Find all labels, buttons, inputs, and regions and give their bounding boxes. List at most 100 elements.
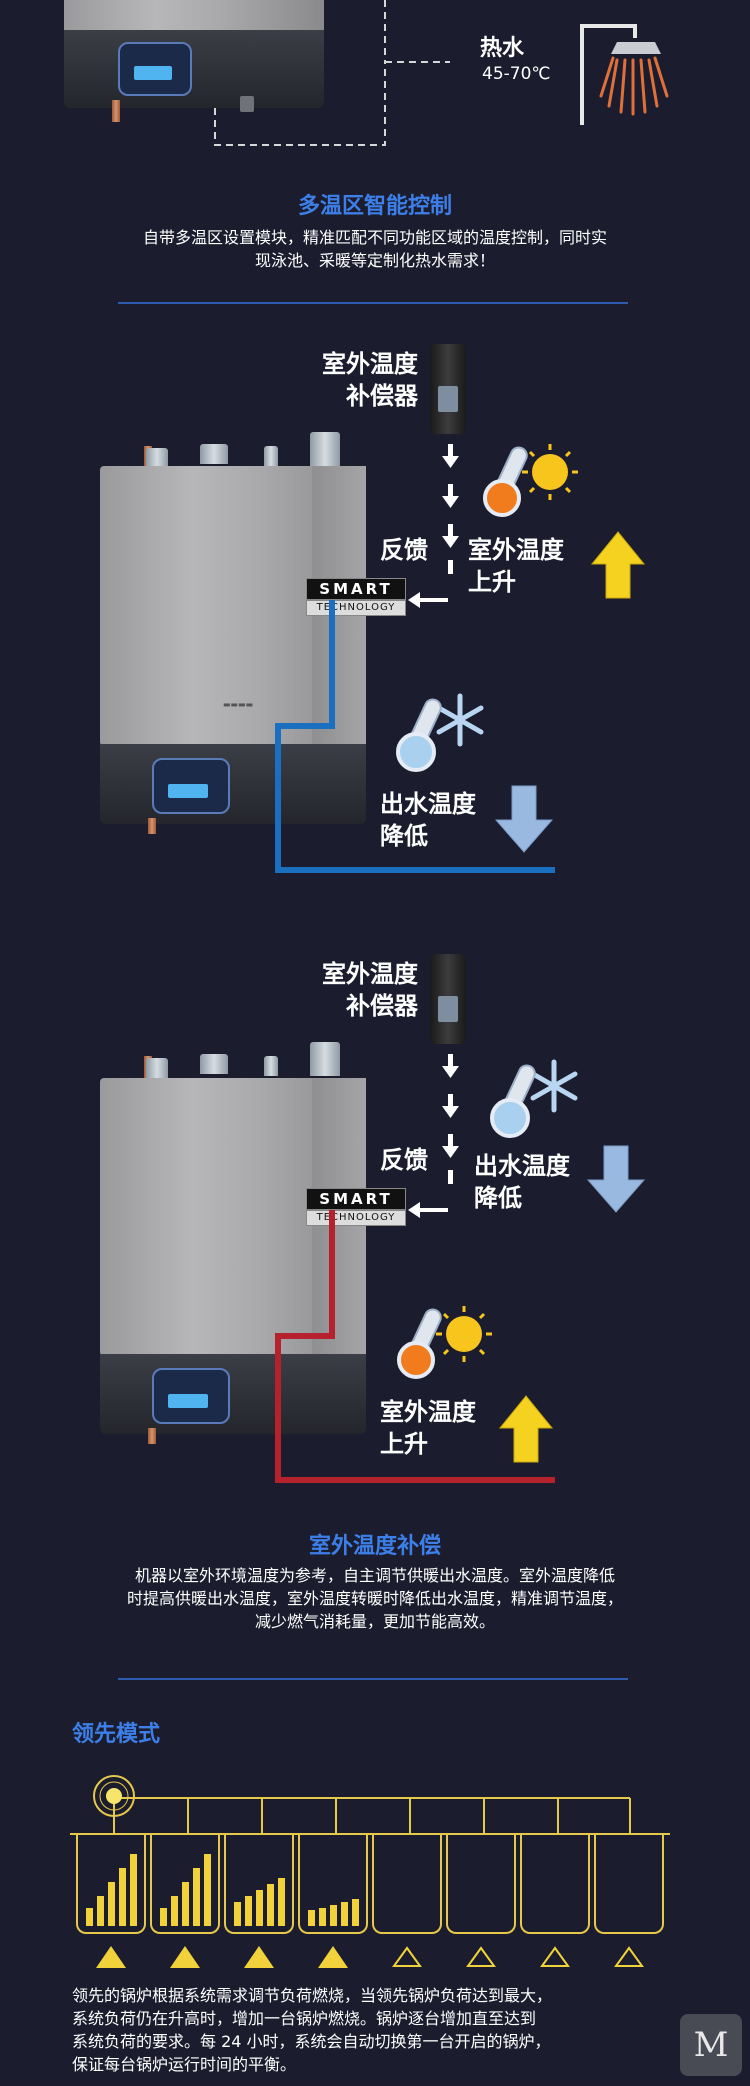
compensation-description: 机器以室外环境温度为参考，自主调节供暖出水温度。室外温度降低 时提高供暖出水温度… xyxy=(40,1564,710,1633)
boiler-tank xyxy=(446,1834,516,1934)
shower-icon xyxy=(580,24,669,125)
inactive-boiler-triangle-icon xyxy=(614,1946,644,1968)
lead-mode-description: 领先的锅炉根据系统需求调节负荷燃烧，当领先锅炉负荷达到最大， 系统负荷仍在升高时… xyxy=(72,1984,682,2076)
compensation-desc-line: 减少燃气消耗量，更加节能高效。 xyxy=(254,1612,495,1631)
load-bar xyxy=(182,1882,189,1926)
outdoor-line: 室外温度 xyxy=(468,536,564,564)
watermark-logo: M xyxy=(680,2014,742,2076)
outlet-line: 出水温度 xyxy=(380,790,476,818)
load-bar xyxy=(130,1854,137,1926)
outdoor-line: 上升 xyxy=(468,568,516,596)
boiler-tank xyxy=(594,1834,664,1934)
compensator-line: 室外温度 xyxy=(322,960,418,988)
load-bar xyxy=(308,1910,315,1926)
load-bar xyxy=(341,1902,348,1926)
compensation-desc-line: 时提高供暖出水温度，室外温度转暖时降低出水温度，精准调节温度， xyxy=(126,1589,623,1608)
outdoor-sensor xyxy=(430,344,466,434)
outlet-line: 降低 xyxy=(474,1184,522,1212)
compensator-label: 室外温度 补偿器 xyxy=(308,958,418,1022)
control-panel xyxy=(152,758,230,814)
lead-mode-desc-line: 系统负荷的要求。每 24 小时，系统会自动切换第一台开启的锅炉， xyxy=(72,2032,551,2051)
outdoor-line: 室外温度 xyxy=(380,1398,476,1426)
thermometer-sun-icon xyxy=(483,444,578,517)
hot-water-temp: 45-70℃ xyxy=(482,64,551,84)
boiler-tank xyxy=(76,1834,146,1934)
arrow-down-icon xyxy=(494,785,554,853)
boiler-tank xyxy=(224,1834,294,1934)
lead-mode-desc-line: 领先的锅炉根据系统需求调节负荷燃烧，当领先锅炉负荷达到最大， xyxy=(72,1986,553,2005)
load-bar xyxy=(193,1868,200,1926)
load-bar xyxy=(256,1890,263,1926)
compensator-line: 补偿器 xyxy=(346,382,418,410)
arrow-down-icon xyxy=(586,1145,646,1213)
lead-mode-desc-line: 系统负荷仍在升高时，增加一台锅炉燃烧。锅炉逐台增加直至达到 xyxy=(72,2009,537,2028)
smart-technology-badge: SMART TECHNOLOGY xyxy=(306,1188,406,1226)
active-boiler-triangle-icon xyxy=(170,1946,200,1968)
load-bar xyxy=(267,1884,274,1926)
smart-text: SMART xyxy=(306,1188,406,1210)
thermometer-snowflake-icon xyxy=(396,693,484,772)
lead-mode-title: 领先模式 xyxy=(72,1722,161,1747)
section-divider xyxy=(118,1678,628,1680)
inactive-boiler-triangle-icon xyxy=(392,1946,422,1968)
outdoor-sensor xyxy=(430,954,466,1044)
load-bar xyxy=(119,1868,126,1926)
outlet-line: 降低 xyxy=(380,822,428,850)
compensator-line: 补偿器 xyxy=(346,992,418,1020)
outdoor-rise-label: 室外温度 上升 xyxy=(468,534,564,598)
arrow-up-icon xyxy=(590,531,646,599)
load-bar xyxy=(278,1878,285,1926)
multizone-description: 自带多温区设置模块，精准匹配不同功能区域的温度控制，同时实 现泳池、采暖等定制化… xyxy=(40,226,710,272)
arrow-left-icon xyxy=(408,1202,448,1218)
load-bar xyxy=(330,1905,337,1926)
inactive-boiler-triangle-icon xyxy=(540,1946,570,1968)
outdoor-rise-label: 室外温度 上升 xyxy=(380,1396,476,1460)
outlet-line: 出水温度 xyxy=(474,1152,570,1180)
control-panel xyxy=(118,42,192,96)
feedback-label: 反馈 xyxy=(380,536,428,564)
thermometer-snowflake-icon xyxy=(490,1059,578,1138)
hot-water-label: 热水 xyxy=(480,36,525,61)
compensator-line: 室外温度 xyxy=(322,350,418,378)
load-bar xyxy=(108,1882,115,1926)
svg-text:M: M xyxy=(694,2025,729,2065)
load-bar xyxy=(319,1908,326,1926)
multizone-title: 多温区智能控制 xyxy=(297,194,452,219)
section-divider xyxy=(118,302,628,304)
boiler-tank xyxy=(520,1834,590,1934)
feedback-label: 反馈 xyxy=(380,1146,428,1174)
smart-technology-badge: SMART TECHNOLOGY xyxy=(306,578,406,616)
active-boiler-triangle-icon xyxy=(318,1946,348,1968)
active-boiler-triangle-icon xyxy=(96,1946,126,1968)
outdoor-line: 上升 xyxy=(380,1430,428,1458)
load-bar xyxy=(234,1902,241,1926)
boiler-tank xyxy=(150,1834,220,1934)
compensation-desc-line: 机器以室外环境温度为参考，自主调节供暖出水温度。室外温度降低 xyxy=(134,1566,615,1585)
active-boiler-triangle-icon xyxy=(244,1946,274,1968)
control-panel xyxy=(152,1368,230,1424)
multizone-desc-line: 自带多温区设置模块，精准匹配不同功能区域的温度控制，同时实 xyxy=(142,228,607,247)
outlet-drop-label: 出水温度 降低 xyxy=(380,788,476,852)
inactive-boiler-triangle-icon xyxy=(466,1946,496,1968)
arrow-left-icon xyxy=(408,592,448,608)
load-bar xyxy=(171,1896,178,1926)
load-bar xyxy=(245,1896,252,1926)
load-bar xyxy=(204,1854,211,1926)
multizone-desc-line: 现泳池、采暖等定制化热水需求！ xyxy=(254,251,495,270)
boiler-tank xyxy=(298,1834,368,1934)
lead-mode-desc-line: 保证每台锅炉运行时间的平衡。 xyxy=(72,2055,297,2074)
boiler-connection-lines xyxy=(70,1775,670,1835)
compensator-label: 室外温度 补偿器 xyxy=(308,348,418,412)
load-bar xyxy=(352,1899,359,1926)
load-bar xyxy=(97,1896,104,1926)
boiler-tank xyxy=(372,1834,442,1934)
smart-text: SMART xyxy=(306,578,406,600)
load-bar xyxy=(86,1908,93,1926)
load-bar xyxy=(160,1908,167,1926)
outlet-drop-label: 出水温度 降低 xyxy=(474,1150,570,1214)
water-pipe-red xyxy=(275,1210,555,1483)
compensation-title: 室外温度补偿 xyxy=(308,1534,441,1559)
feedback-arrows xyxy=(442,444,459,574)
feedback-arrows xyxy=(442,1054,459,1184)
water-pipe-blue xyxy=(275,600,555,873)
